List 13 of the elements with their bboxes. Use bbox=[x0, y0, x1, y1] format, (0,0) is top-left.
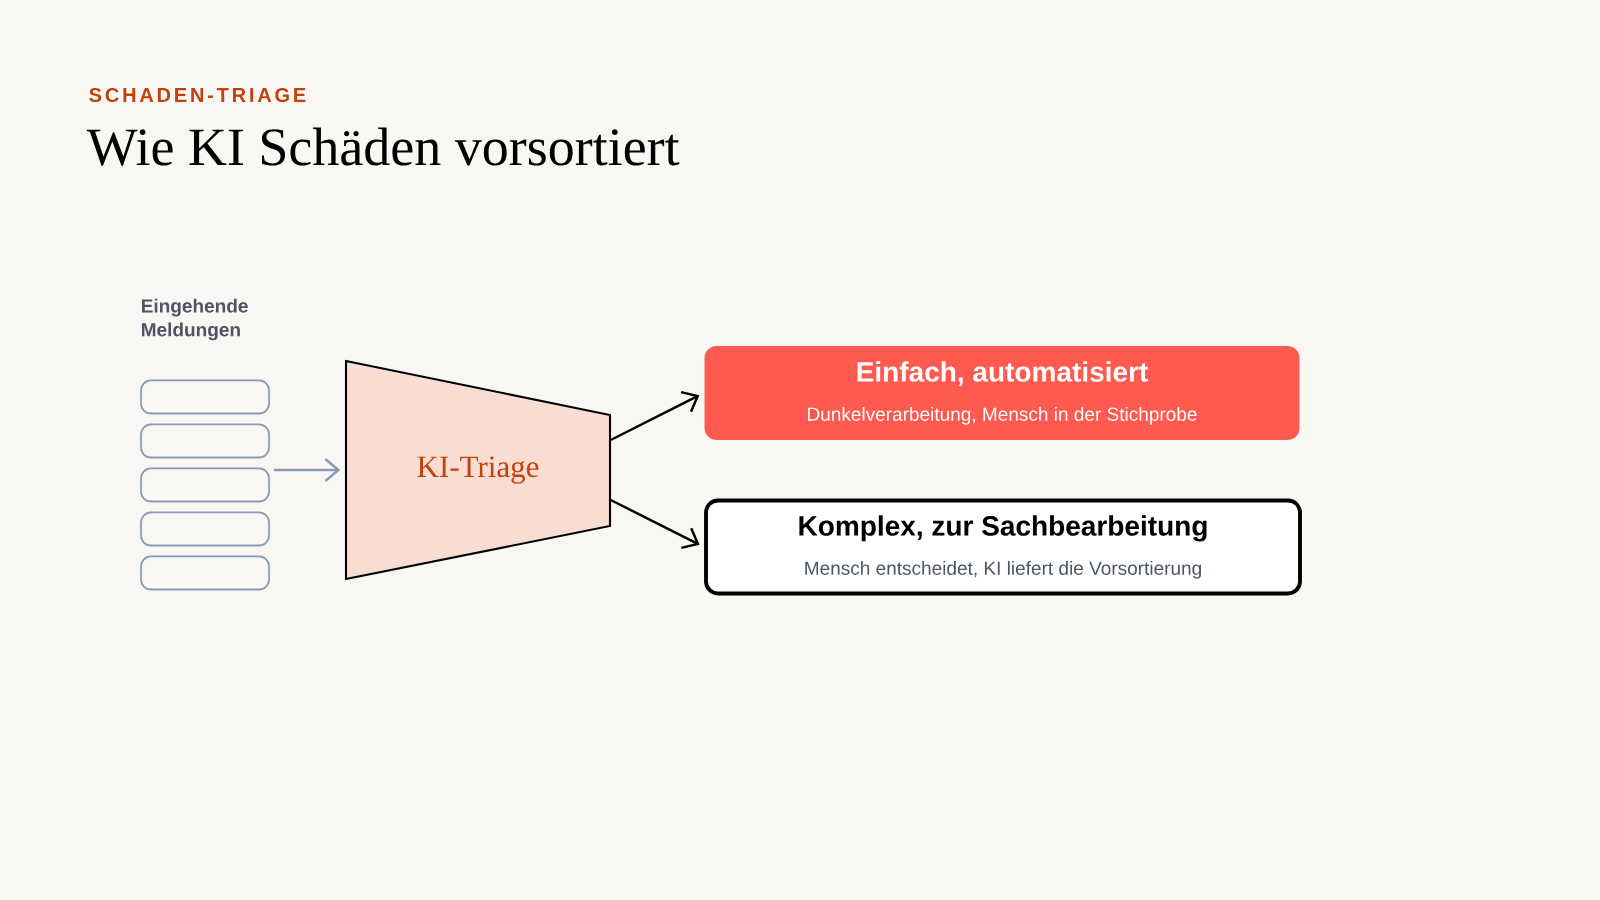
report-box bbox=[140, 423, 270, 459]
report-box bbox=[140, 511, 270, 547]
report-box bbox=[140, 555, 270, 591]
result-box: Einfach, automatisiert Dunkelverarbeitung, Mensch in der Stichprobe bbox=[704, 346, 1300, 440]
stack-heading: Eingehende Meldungen bbox=[142, 298, 248, 341]
arrow bbox=[273, 458, 341, 482]
arrow bbox=[610, 498, 700, 550]
report-box bbox=[140, 467, 270, 503]
title: Wie KI Schäden vorsortiert bbox=[86, 127, 680, 166]
eyebrow-heading: SCHADEN-TRIAGE bbox=[89, 87, 306, 103]
arrow bbox=[610, 390, 700, 442]
report-box bbox=[140, 379, 270, 415]
result-box: Komplex, zur Sachbearbeitung Mensch entscheidet, KI liefert die Vorsortierung bbox=[704, 498, 1302, 596]
